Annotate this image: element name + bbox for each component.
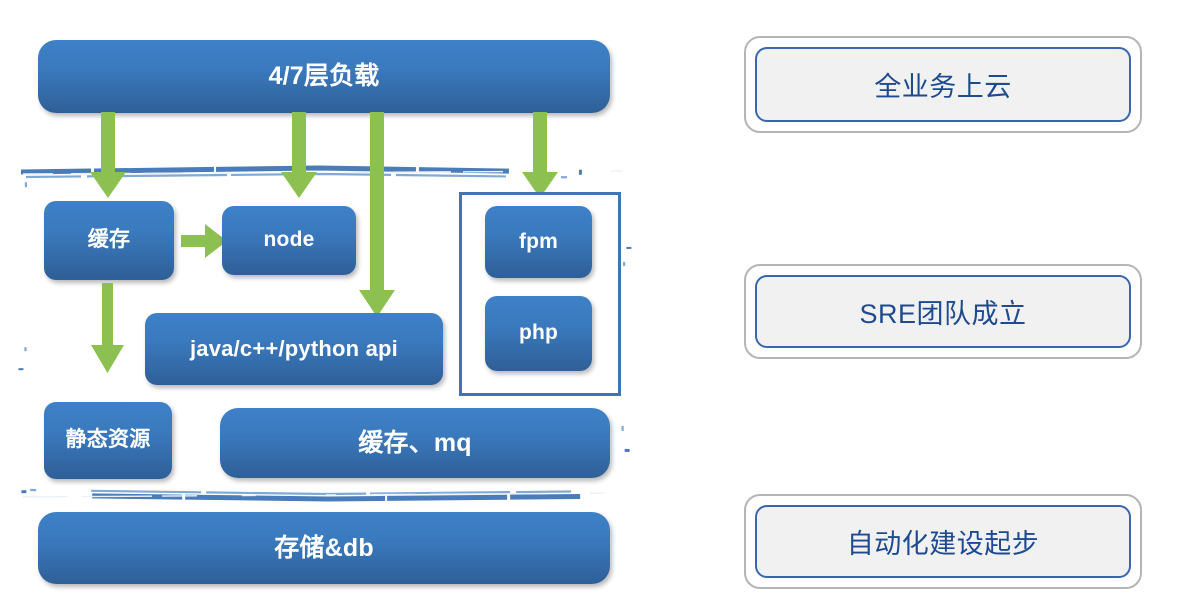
- milestone-automation-inner: 自动化建设起步: [755, 505, 1131, 578]
- static-resource-box[interactable]: 静态资源: [44, 402, 172, 479]
- storage-db-box[interactable]: 存储&db: [38, 512, 610, 584]
- milestone-automation-label: 自动化建设起步: [846, 529, 1040, 559]
- node-service-label: node: [263, 228, 315, 252]
- milestone-cloud-migration-label: 全业务上云: [874, 72, 1012, 102]
- cache-mq-label: 缓存、mq: [358, 428, 472, 457]
- milestone-cloud-migration-inner: 全业务上云: [755, 47, 1131, 122]
- milestone-automation[interactable]: 自动化建设起步: [744, 494, 1142, 589]
- milestone-cloud-migration[interactable]: 全业务上云: [744, 36, 1142, 133]
- api-box[interactable]: java/c++/python api: [145, 313, 443, 385]
- fpm-label: fpm: [518, 229, 559, 253]
- static-resource-label: 静态资源: [65, 428, 151, 452]
- arrow-down-lb-to-node: [277, 112, 321, 198]
- milestone-sre-team-inner: SRE团队成立: [755, 275, 1131, 348]
- php-label: php: [518, 321, 559, 345]
- node-service-box[interactable]: node: [222, 206, 356, 275]
- arrow-right-cache-to-node: [181, 224, 227, 258]
- arrow-down-lb-to-api: [355, 112, 399, 317]
- cache-mq-box[interactable]: 缓存、mq: [220, 408, 610, 478]
- load-balancer-box[interactable]: 4/7层负载: [38, 40, 610, 113]
- php-box[interactable]: php: [485, 296, 592, 371]
- milestone-sre-team[interactable]: SRE团队成立: [744, 264, 1142, 359]
- load-balancer-label: 4/7层负载: [268, 62, 380, 91]
- cache-box[interactable]: 缓存: [44, 201, 174, 280]
- fpm-box[interactable]: fpm: [485, 206, 592, 278]
- storage-db-label: 存储&db: [274, 533, 374, 562]
- milestone-sre-team-label: SRE团队成立: [859, 299, 1027, 329]
- api-label: java/c++/python api: [190, 336, 398, 362]
- arrow-down-lb-to-cache: [86, 112, 130, 198]
- cache-label: 缓存: [87, 228, 131, 252]
- arrow-down-lb-to-runtime: [518, 112, 562, 198]
- arrow-down-cache-to-static: [88, 283, 128, 373]
